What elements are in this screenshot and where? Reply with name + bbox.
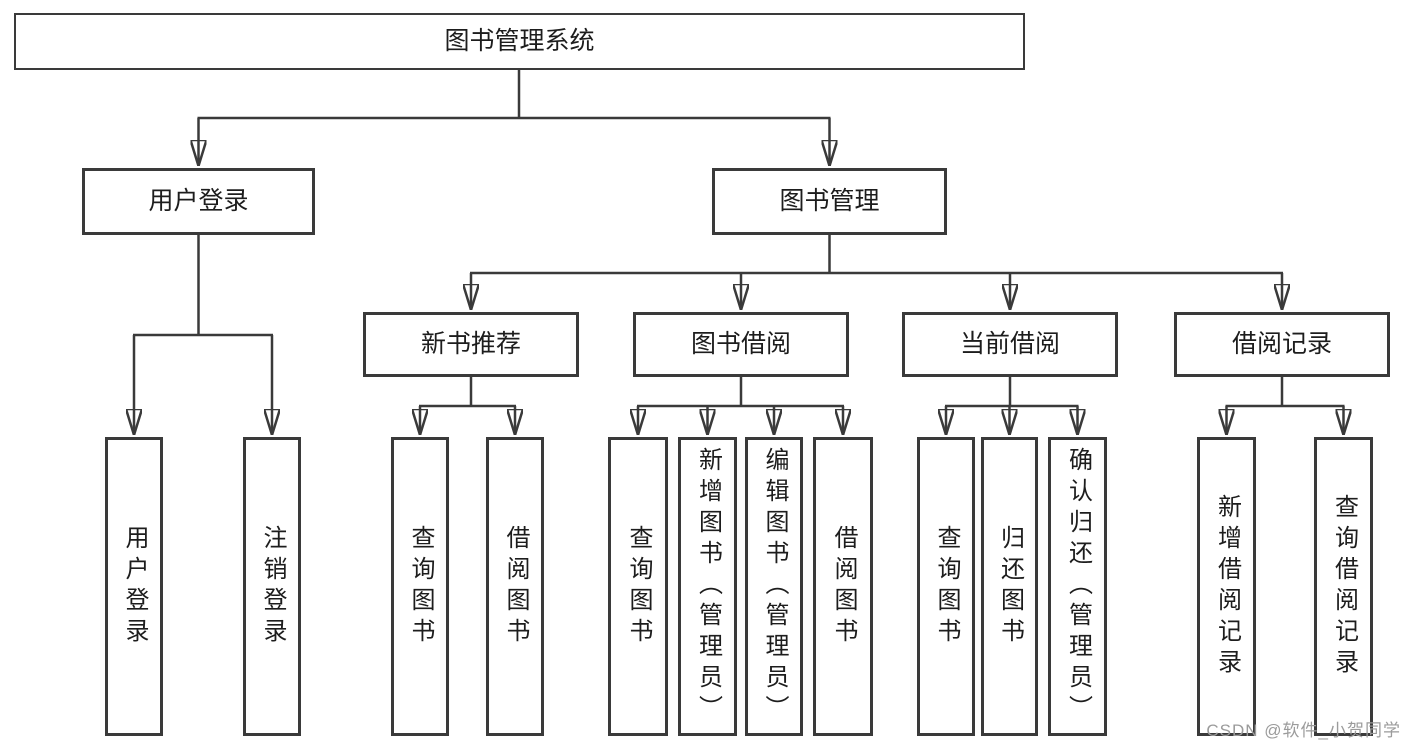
edges-user-login-to-leaves	[133, 235, 273, 435]
node-leaf-return-books-label: 归还图书	[996, 524, 1024, 649]
node-leaf-query-books-recommend: 查询图书	[391, 437, 449, 736]
node-leaf-edit-books-admin-label: 编辑图书（管理员）	[761, 447, 788, 726]
node-book-borrow: 图书借阅	[633, 312, 849, 377]
node-leaf-return-books: 归还图书	[981, 437, 1038, 736]
node-borrow-records-label: 借阅记录	[1231, 330, 1332, 358]
node-current-borrow: 当前借阅	[902, 312, 1118, 377]
node-book-management-label: 图书管理	[779, 187, 880, 215]
node-leaf-add-borrow-record: 新增借阅记录	[1197, 437, 1256, 736]
node-library-system-label: 图书管理系统	[444, 27, 595, 55]
node-leaf-add-books-admin: 新增图书（管理员）	[678, 437, 737, 736]
node-leaf-user-login: 用户登录	[105, 437, 163, 736]
node-leaf-confirm-return-admin: 确认归还（管理员）	[1048, 437, 1107, 736]
node-leaf-borrow-books-recommend: 借阅图书	[486, 437, 544, 736]
node-user-login: 用户登录	[82, 168, 315, 235]
node-leaf-query-borrow-record: 查询借阅记录	[1314, 437, 1373, 736]
node-leaf-query-books-recommend-label: 查询图书	[407, 524, 434, 649]
node-new-book-recommend: 新书推荐	[363, 312, 579, 377]
node-leaf-query-books-current-label: 查询图书	[933, 524, 960, 649]
node-leaf-borrow-books-label: 借阅图书	[830, 524, 857, 649]
node-user-login-label: 用户登录	[148, 187, 249, 215]
node-leaf-borrow-books-recommend-label: 借阅图书	[502, 524, 529, 649]
node-leaf-query-books-borrow-label: 查询图书	[625, 524, 652, 649]
node-new-book-recommend-label: 新书推荐	[420, 330, 521, 358]
node-leaf-logout: 注销登录	[243, 437, 301, 736]
node-leaf-add-borrow-record-label: 新增借阅记录	[1213, 493, 1241, 680]
node-borrow-records: 借阅记录	[1174, 312, 1390, 377]
node-current-borrow-label: 当前借阅	[959, 330, 1060, 358]
node-book-management: 图书管理	[712, 168, 947, 235]
edges-book-borrow-to-leaves	[637, 377, 844, 435]
node-leaf-add-books-admin-label: 新增图书（管理员）	[694, 447, 722, 726]
node-leaf-query-borrow-record-label: 查询借阅记录	[1330, 493, 1358, 680]
edges-current-borrow-to-leaves	[945, 377, 1079, 435]
node-library-system: 图书管理系统	[14, 13, 1025, 70]
node-leaf-borrow-books: 借阅图书	[813, 437, 873, 736]
node-leaf-edit-books-admin: 编辑图书（管理员）	[745, 437, 803, 736]
node-leaf-query-books-current: 查询图书	[917, 437, 975, 736]
node-leaf-logout-label: 注销登录	[259, 524, 286, 649]
watermark-text: CSDN @软件_小贺同学	[1206, 721, 1401, 740]
node-leaf-user-login-label: 用户登录	[121, 524, 148, 649]
edges-borrow-records-to-leaves	[1226, 377, 1345, 435]
edges-root-to-level2	[198, 70, 831, 166]
node-leaf-confirm-return-admin-label: 确认归还（管理员）	[1064, 447, 1092, 726]
edges-book-management-to-level3	[470, 235, 1283, 310]
node-book-borrow-label: 图书借阅	[690, 330, 791, 358]
node-leaf-query-books-borrow: 查询图书	[608, 437, 668, 736]
edges-new-book-recommend-to-leaves	[419, 377, 516, 435]
